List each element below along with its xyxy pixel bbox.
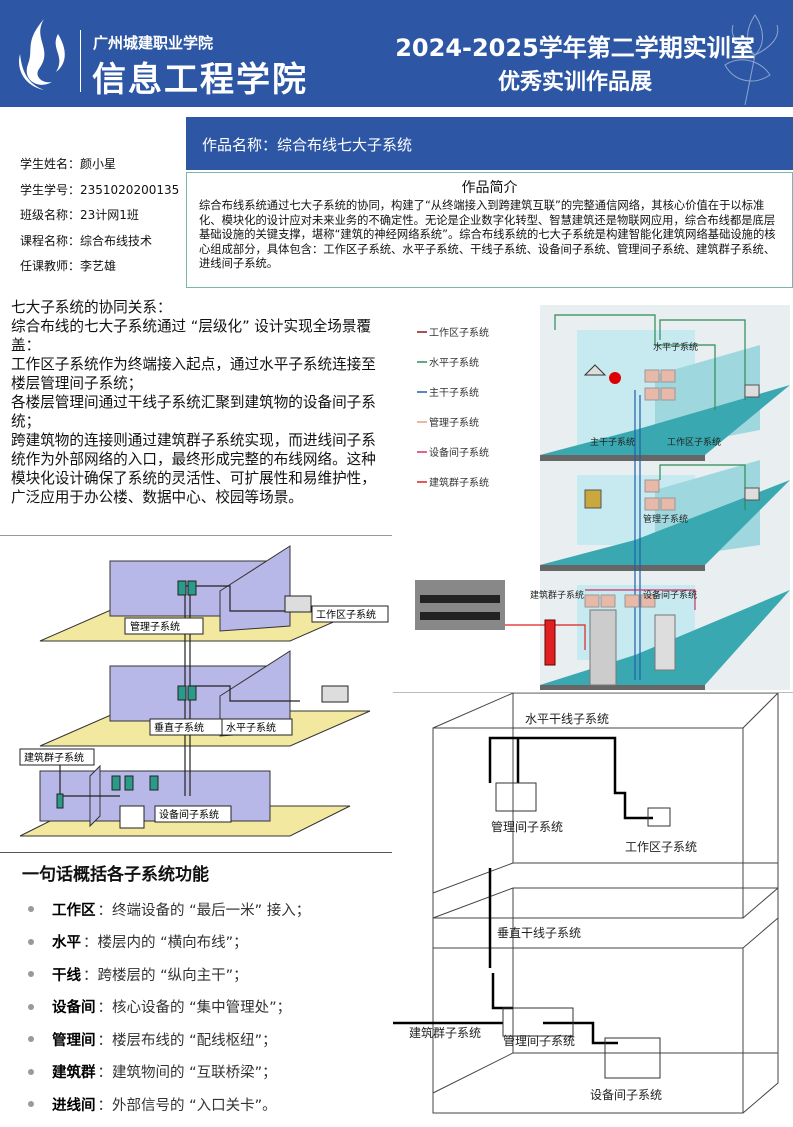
lotus-decoration-icon (724, 14, 779, 105)
label-horizontal: 水平子系统 (653, 341, 698, 353)
college-logo-icon (19, 19, 65, 90)
relation-paragraph: 工作区子系统作为终端接入起点，通过水平子系统连接至楼层管理间子系统； (11, 356, 376, 392)
student-info: 学生姓名：颜小星 学生学号：2351020200135 班级名称：23计网1班 … (20, 152, 179, 280)
bullet-icon (28, 938, 34, 945)
label-equip: 设备间子系统 (643, 589, 697, 601)
cabling-diagram-right-top: 工作区子系统水平子系统主干子系统管理子系统设备间子系统建筑群子系统 水平子系统 … (405, 300, 793, 690)
summary-heading: 一句话概括各子系统功能 (22, 865, 209, 885)
relation-paragraph: 跨建筑物的连接则通过建筑群子系统实现，而进线间子系统作为外部网络的入口，最终形成… (11, 432, 376, 506)
summary-section: 一句话概括各子系统功能 工作区：终端设备的 “最后一米” 接入；水平：楼层内的 … (18, 860, 388, 1121)
summary-desc: ：楼层布线的 “配线枢纽”； (97, 1032, 277, 1049)
teacher-name: 任课教师：李艺雄 (20, 259, 117, 273)
summary-term: 水平 (52, 935, 81, 952)
summary-list: 工作区：终端设备的 “最后一米” 接入；水平：楼层内的 “横向布线”；干线：跨楼… (18, 893, 388, 1121)
legend-label: 水平子系统 (429, 356, 479, 369)
bullet-icon (28, 1003, 34, 1010)
summary-desc: ：跨楼层的 “纵向主干”； (83, 967, 248, 984)
label-mgmt-bottom: 管理间子系统 (503, 1033, 575, 1048)
summary-term: 进线间 (52, 1097, 96, 1114)
label-work: 工作区子系统 (667, 436, 721, 448)
summary-desc: ：建筑物间的 “互联桥梁”； (97, 1065, 277, 1082)
summary-desc: ：终端设备的 “最后一米” 接入； (97, 902, 311, 919)
exhibition-title: 2024-2025学年第二学期实训室 (395, 34, 755, 62)
summary-term: 管理间 (52, 1032, 96, 1049)
summary-item: 工作区：终端设备的 “最后一米” 接入； (18, 893, 388, 926)
summary-item: 进线间：外部信号的 “入口关卡”。 (18, 1088, 388, 1121)
label-horizontal: 水平子系统 (226, 721, 276, 734)
school-name: 广州城建职业学院 (93, 34, 214, 52)
bullet-icon (28, 1036, 34, 1043)
student-name: 学生姓名：颜小星 (20, 157, 117, 171)
cabling-diagram-left: 管理子系统 工作区子系统 垂直子系统 水平子系统 建筑群子系统 设备间子系统 (0, 535, 392, 853)
legend-label: 管理子系统 (429, 416, 479, 429)
label-mgmt: 管理子系统 (643, 513, 688, 525)
legend-label: 工作区子系统 (429, 326, 489, 339)
cabling-diagram-right-bottom: 水平干线子系统 管理间子系统 工作区子系统 垂直干线子系统 建筑群子系统 管理间… (393, 692, 793, 1122)
label-vertical: 垂直干线子系统 (497, 926, 581, 940)
label-equip: 设备间子系统 (590, 1088, 662, 1102)
intro-heading: 作品简介 (461, 180, 518, 196)
relation-heading: 七大子系统的协同关系： (11, 299, 172, 316)
label-mgmt-top: 管理间子系统 (491, 819, 563, 834)
course-name: 课程名称：综合布线技术 (20, 233, 153, 248)
relation-paragraph: 综合布线的七大子系统通过 “层级化” 设计实现全场景覆盖： (11, 318, 372, 354)
legend-label: 建筑群子系统 (429, 476, 489, 489)
logo-divider (80, 30, 81, 92)
class-name: 班级名称：23计网1班 (20, 208, 139, 222)
summary-item: 水平：楼层内的 “横向布线”； (18, 926, 388, 959)
label-work: 工作区子系统 (625, 840, 697, 854)
label-campus: 建筑群子系统 (24, 751, 84, 764)
label-mgmt: 管理子系统 (130, 620, 180, 633)
college-name: 信息工程学院 (92, 60, 308, 100)
summary-desc: ：楼层内的 “横向布线”； (83, 935, 248, 952)
summary-term: 工作区 (52, 902, 96, 919)
relation-text: 七大子系统的协同关系： 综合布线的七大子系统通过 “层级化” 设计实现全场景覆盖… (11, 298, 386, 507)
summary-item: 干线：跨楼层的 “纵向主干”； (18, 958, 388, 991)
work-title-bar: 作品名称：综合布线七大子系统 (186, 117, 793, 170)
relation-paragraph: 各楼层管理间通过干线子系统汇聚到建筑物的设备间子系统； (11, 394, 376, 430)
summary-item: 设备间：核心设备的 “集中管理处”； (18, 991, 388, 1024)
intro-text: 综合布线系统通过七大子系统的协同，构建了“从终端接入到跨建筑互联”的完整通信网络… (199, 199, 776, 270)
bullet-icon (28, 971, 34, 978)
bullet-icon (28, 1101, 34, 1108)
legend-label: 主干子系统 (429, 386, 479, 399)
label-equip: 设备间子系统 (159, 808, 219, 821)
intro-box: 作品简介 综合布线系统通过七大子系统的协同，构建了“从终端接入到跨建筑互联”的完… (186, 172, 793, 288)
label-backbone: 主干子系统 (590, 436, 635, 448)
label-campus: 建筑群子系统 (530, 589, 584, 601)
summary-term: 干线 (52, 967, 81, 984)
label-campus: 建筑群子系统 (409, 1025, 481, 1040)
bullet-icon (28, 906, 34, 913)
summary-item: 建筑群：建筑物间的 “互联桥梁”； (18, 1056, 388, 1089)
summary-item: 管理间：楼层布线的 “配线枢纽”； (18, 1023, 388, 1056)
bullet-icon (28, 1068, 34, 1075)
header-banner: 广州城建职业学院 信息工程学院 2024-2025学年第二学期实训室 优秀实训作… (0, 0, 793, 107)
legend-label: 设备间子系统 (429, 446, 489, 459)
summary-desc: ：外部信号的 “入口关卡”。 (97, 1097, 277, 1114)
label-vertical: 垂直子系统 (154, 721, 204, 734)
label-horizontal: 水平干线子系统 (525, 712, 609, 726)
summary-term: 设备间 (52, 1000, 96, 1017)
student-id: 学生学号：2351020200135 (20, 182, 180, 197)
summary-desc: ：核心设备的 “集中管理处”； (97, 1000, 292, 1017)
summary-term: 建筑群 (52, 1065, 96, 1082)
label-work: 工作区子系统 (316, 608, 376, 621)
exhibition-subtitle: 优秀实训作品展 (497, 70, 652, 95)
